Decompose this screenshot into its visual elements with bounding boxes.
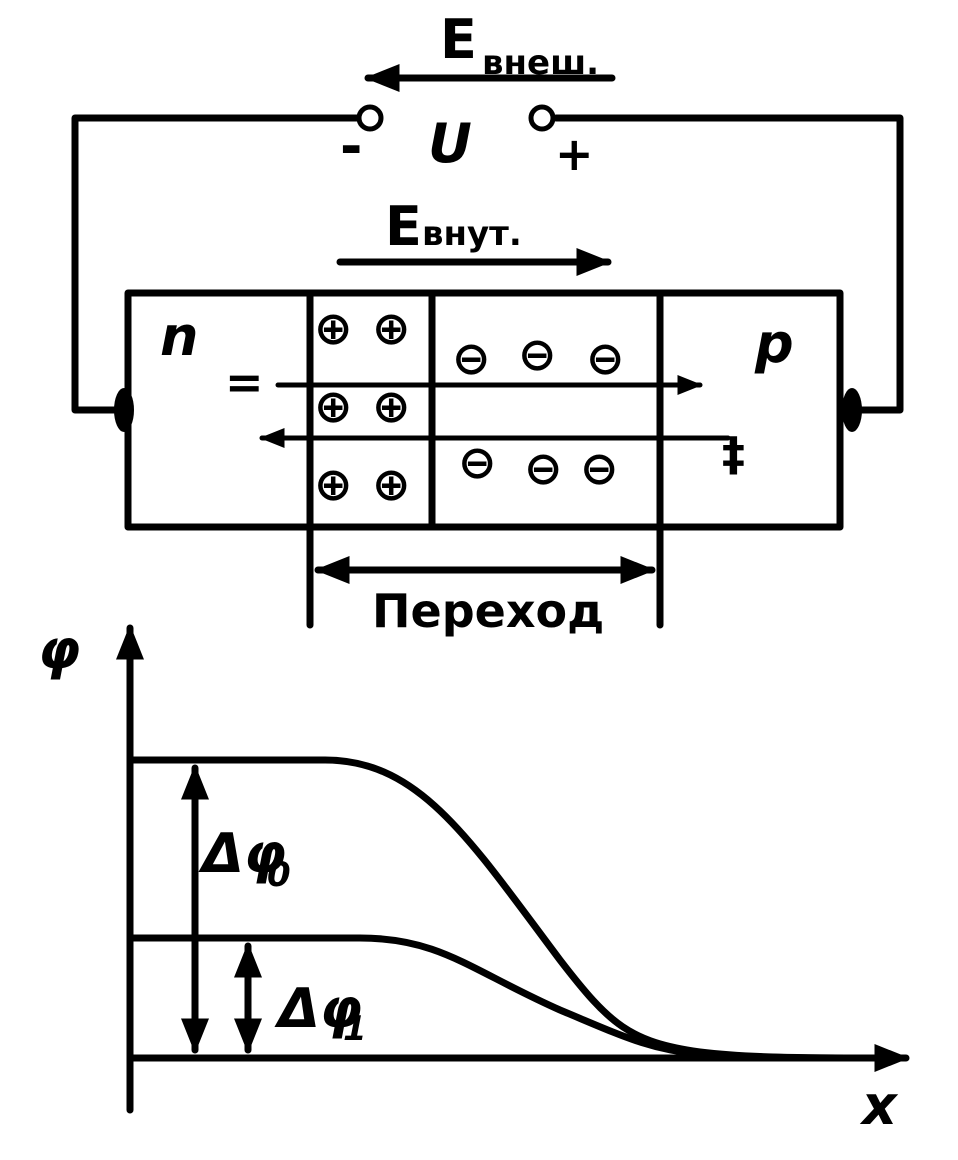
negative-ion: ⊖ — [580, 441, 619, 495]
potential-curve-equilibrium — [126, 756, 864, 1062]
dphi1-sub: 1 — [343, 1009, 367, 1049]
positive-ions: ⊕ ⊕ ⊕ ⊕ ⊕ ⊕ — [314, 301, 411, 511]
positive-ion: ⊕ — [314, 379, 353, 433]
e-int-main: E — [385, 195, 422, 258]
positive-ion: ⊕ — [314, 301, 353, 355]
right-wire — [552, 114, 904, 414]
x-axis-label: x — [859, 1074, 899, 1137]
e-int-sub: внут. — [422, 214, 522, 254]
positive-ion: ⊕ — [372, 379, 411, 433]
junction-width: Переход — [306, 523, 664, 638]
voltage-label: U — [428, 112, 472, 175]
minus-terminal — [356, 104, 384, 132]
internal-field-label: E внут. — [336, 195, 612, 276]
dphi1-main: Δφ — [274, 977, 362, 1040]
hole-mark: ‡ — [722, 427, 745, 481]
dphi0-sub: 0 — [267, 855, 291, 895]
e-ext-main: E — [440, 8, 477, 71]
block-outline — [124, 289, 844, 531]
negative-ion: ⊖ — [458, 435, 497, 489]
left-wire — [71, 114, 362, 414]
junction-label: Переход — [372, 584, 604, 638]
phi-axis-label: φ — [38, 618, 80, 681]
e-ext-sub: внеш. — [482, 43, 599, 83]
dphi0-main: Δφ — [198, 822, 286, 885]
n-region-label: n — [160, 305, 198, 368]
p-region-label: p — [754, 312, 794, 375]
minus-sign: - — [340, 115, 362, 178]
positive-ion: ⊕ — [372, 457, 411, 511]
negative-ion: ⊖ — [518, 327, 557, 381]
voltage-source: - + U — [71, 104, 904, 432]
positive-ion: ⊕ — [372, 301, 411, 355]
negative-ion: ⊖ — [452, 331, 491, 385]
negative-ion: ⊖ — [586, 331, 625, 385]
right-contact — [842, 388, 862, 432]
positive-ion: ⊕ — [314, 457, 353, 511]
potential-curve-forward-bias — [126, 934, 864, 1062]
external-field-label: E внеш. — [364, 8, 616, 92]
negative-ion: ⊖ — [524, 441, 563, 495]
semiconductor-block: n p = ‡ ⊕ ⊕ ⊕ ⊕ ⊕ ⊕ ⊖ ⊖ ⊖ ⊖ ⊖ ⊖ — [124, 289, 844, 531]
electron-mark: = — [225, 355, 264, 409]
plus-terminal — [528, 104, 556, 132]
negative-ions: ⊖ ⊖ ⊖ ⊖ ⊖ ⊖ — [452, 327, 625, 495]
plus-sign: + — [555, 127, 594, 181]
potential-graph: φ x Δφ 0 Δφ 1 — [38, 618, 910, 1137]
